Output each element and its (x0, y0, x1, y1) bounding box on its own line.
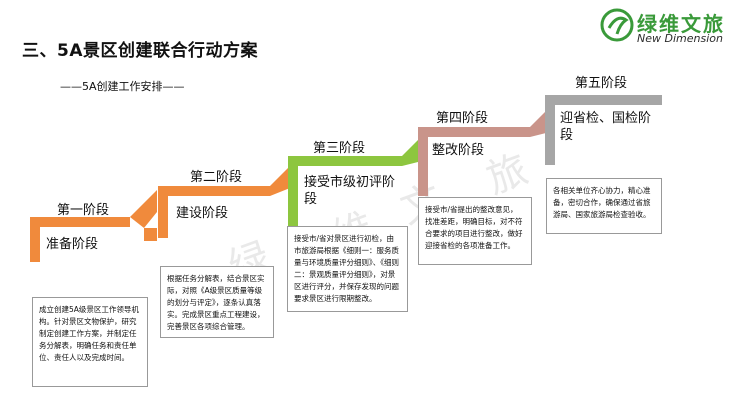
stage-1-arrow-tip (130, 190, 157, 228)
stage-3-label: 第三阶段 (313, 141, 366, 156)
stage-2-task: 建设阶段 (176, 206, 229, 221)
logo-name-en: New Dimension (637, 32, 723, 45)
stage-4-description: 接受市/省提出的整改意见，找准差距，明确目标，对不符合要求的项目进行整改，做好迎… (418, 197, 532, 265)
stage-2-arrow-tip (270, 166, 290, 196)
stage-5-description-text: 各相关单位齐心协力，精心准备，密切合作，确保通过省旅游局、国家旅游局检查验收。 (553, 186, 651, 219)
stage-1-arrow-shape (144, 228, 157, 241)
stage-1-step-shape (30, 217, 130, 262)
stage-2-step-shape (158, 186, 270, 238)
stage-3-description-text: 接受市/省对景区进行初检，由市旅游局根据《细则一：服务质量与环境质量评分细则》、… (294, 234, 399, 303)
stage-3-step-shape (288, 156, 402, 226)
logo-name-cn: 绿维文旅 (637, 12, 725, 36)
stage-3-description: 接受市/省对景区进行初检，由市旅游局根据《细则一：服务质量与环境质量评分细则》、… (287, 226, 408, 312)
stage-4-description-text: 接受市/省提出的整改意见，找准差距，明确目标，对不符合要求的项目进行整改，做好迎… (425, 205, 523, 250)
page-title: 三、5A景区创建联合行动方案 (22, 41, 258, 61)
stage-1-description: 成立创建5A级景区工作领导机构。针对景区文物保护，研究制定创建工作方案，并制定任… (32, 297, 148, 387)
stage-1-description-text: 成立创建5A级景区工作领导机构。针对景区文物保护，研究制定创建工作方案，并制定任… (39, 305, 139, 362)
stage-4-label: 第四阶段 (436, 111, 489, 126)
stage-3-task: 接受市级初评阶段 (304, 175, 396, 207)
stage-2-description: 根据任务分解表，结合景区实际，对照《A级景区质量等级的划分与评定》，逐条认真落实… (160, 266, 274, 338)
stage-3-arrow-tip (402, 140, 418, 166)
page-subtitle: ——5A创建工作安排—— (60, 80, 185, 93)
stage-4-arrow-tip (530, 111, 546, 137)
stage-1-task: 准备阶段 (46, 237, 99, 252)
stage-4-step-shape (418, 127, 530, 196)
stage-5-label: 第五阶段 (575, 76, 628, 91)
logo-icon (600, 8, 634, 42)
stage-2-label: 第二阶段 (190, 170, 243, 185)
stage-1-label: 第一阶段 (57, 203, 110, 218)
stage-5-description: 各相关单位齐心协力，精心准备，密切合作，确保通过省旅游局、国家旅游局检查验收。 (546, 178, 662, 234)
stage-4-task: 整改阶段 (432, 143, 485, 158)
stage-2-description-text: 根据任务分解表，结合景区实际，对照《A级景区质量等级的划分与评定》，逐条认真落实… (167, 274, 265, 331)
stage-5-task: 迎省检、国检阶段 (560, 111, 652, 143)
stage-5-step-shape (545, 95, 662, 165)
